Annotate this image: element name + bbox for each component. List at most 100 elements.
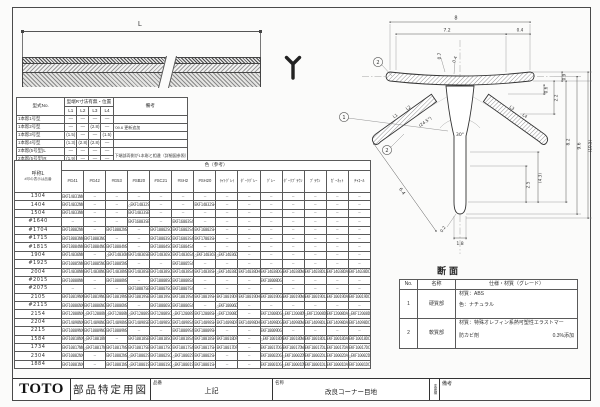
part-code-cell: EKF10002SC <box>149 351 173 361</box>
part-code-cell: EKF10018DA <box>325 334 349 345</box>
part-code-cell: EKF10018S4 <box>171 334 195 345</box>
part-code-cell: — <box>215 259 239 269</box>
mold-table-row: 1本彫1号型———— <box>15 115 189 124</box>
part-code-cell: EKF14033NN <box>61 208 85 219</box>
part-code-cell: — <box>83 191 107 202</box>
part-code-cell: — <box>237 309 261 319</box>
dim-l2: L2 <box>405 104 412 111</box>
part-code-cell: — <box>237 217 261 227</box>
part-code-cell: EKF10019DH <box>237 292 261 303</box>
mold-value-cell: — <box>76 123 90 132</box>
part-code-cell: EKF10017DC <box>347 343 372 353</box>
mold-table: 型式No. 型端R寸法有無・位置 備考 L1 L2 L3 L4 1本彫1号型——… <box>15 97 189 164</box>
part-code-cell: — <box>171 208 195 219</box>
part-code-cell: EKF14038NN <box>61 267 85 277</box>
part-code-cell: EKF10001SH <box>193 359 217 370</box>
part-code-cell: — <box>259 208 283 219</box>
part-code-cell: EKF10008S4 <box>171 275 195 286</box>
part-code-cell: — <box>193 275 217 286</box>
part-code-cell: EKF10019DA <box>325 292 349 303</box>
part-code-cell: EKF10008SC <box>149 275 173 286</box>
part-code-cell: — <box>303 284 327 294</box>
part-code-cell: △EKF10018NG <box>83 334 107 345</box>
part-code-cell: EKF10017NS <box>105 343 129 353</box>
part-code-cell: EKF14036SB <box>127 250 151 261</box>
part-code-cell: — <box>105 217 129 227</box>
part-code-cell: △EKF12008NG <box>83 309 107 319</box>
part-code-cell: EKF10006NG <box>83 301 107 311</box>
part-code-cell: △EKF12008SB <box>127 309 151 319</box>
dim-24-5-deg: (24.5°) <box>418 115 433 128</box>
part-code-cell: — <box>281 284 305 294</box>
length-value-cell: 2154 <box>13 309 63 319</box>
length-value-cell: #2015 <box>13 275 63 286</box>
part-code-cell: — <box>237 208 261 219</box>
material-line: 材質：特殊オレフィン系熱可塑性エラストマー <box>459 320 564 326</box>
part-code-cell: — <box>171 191 195 202</box>
mold-remark-cell <box>112 131 189 140</box>
part-code-cell: — <box>347 301 372 311</box>
part-code-cell: EKF10017NN <box>61 343 85 353</box>
length-dim-label: L <box>138 21 142 28</box>
part-code-cell: — <box>193 284 217 294</box>
part-code-cell: EKF14038DW <box>281 267 305 277</box>
part-code-cell: — <box>171 200 195 210</box>
mold-value-cell: — <box>64 115 78 124</box>
mold-sub-header: L3 <box>88 106 102 116</box>
part-code-cell: — <box>303 301 327 311</box>
strip-top-band <box>23 58 260 64</box>
length-value-cell: #1715 <box>13 233 63 244</box>
part-code-cell: EKF10018DC <box>347 334 372 345</box>
part-code-cell: — <box>193 217 217 227</box>
length-value-cell: #2075 <box>13 284 63 294</box>
part-code-cell: — <box>237 242 261 252</box>
part-code-cell: — <box>105 208 129 219</box>
dimension-labels: 8 7.2 0.4 0.7 0.4 0.9 0.6 2.2 8.2 9.6 (1… <box>392 16 593 248</box>
part-code-cell: EKF10002NS <box>105 351 129 361</box>
dim-2-2: 2.2 <box>554 94 560 101</box>
color-column-header: ｸﾞﾚｰ <box>259 170 283 193</box>
part-code-cell: — <box>237 359 261 370</box>
mold-table-row: 1本彫4号型(1.3)(2.8)(2.8)— <box>15 139 189 148</box>
part-code-cell: — <box>303 191 327 202</box>
part-code-cell: — <box>281 200 305 210</box>
part-code-cell: EKF14098SB <box>127 317 151 328</box>
part-code-cell: EKF10019NX <box>61 292 85 303</box>
part-code-cell: — <box>237 233 261 244</box>
part-code-cell: — <box>215 359 239 370</box>
part-code-cell: — <box>61 284 85 294</box>
part-code-cell: — <box>237 326 261 336</box>
spec-table: No. 名称 仕様・材質（グレード） 1 硬質部 材質：ABS 色：ナチュラル … <box>399 279 578 349</box>
dim-9-6: 9.6 <box>577 142 583 149</box>
length-value-cell: 1904 <box>13 250 63 261</box>
mold-value-cell: (1.5) <box>64 131 78 140</box>
dim-0-4-leader: 0.4 <box>451 55 458 63</box>
part-code-cell: EKF10001DC <box>347 359 372 370</box>
part-code-cell: EKF14032NN <box>61 200 85 210</box>
length-dim-line <box>22 31 261 32</box>
additive-amount: 0.3%添加 <box>552 333 574 339</box>
part-code-cell: △EKF12008DL <box>303 309 327 319</box>
extension-line <box>22 33 23 57</box>
mold-sub-header: L4 <box>100 106 114 116</box>
dim-2-5: 2.5 <box>526 181 532 188</box>
mold-table-row: 1本彫3号型(1.5)——(1.5) <box>15 131 189 140</box>
mold-value-cell: — <box>100 123 114 132</box>
mold-sub-header: L1 <box>64 106 78 116</box>
part-code-cell: — <box>61 217 85 227</box>
part-code-cell: — <box>281 259 305 269</box>
dim-0-7: 0.7 <box>437 52 442 59</box>
part-code-cell: — <box>303 242 327 252</box>
color-column-header: ﾌﾞﾗｳﾝ <box>303 170 327 193</box>
part-code-cell: — <box>215 217 239 227</box>
part-code-cell: — <box>325 326 349 336</box>
material-line: 材質：ABS <box>459 291 485 297</box>
